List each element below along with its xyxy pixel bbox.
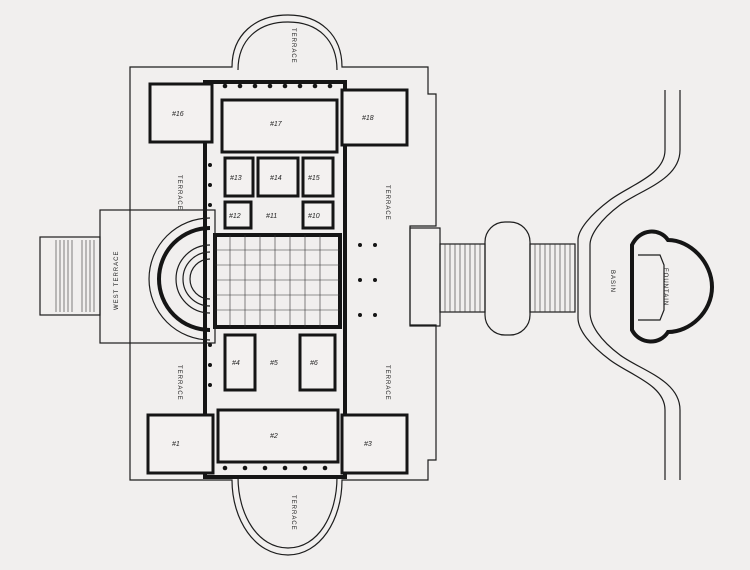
room-4 — [223, 333, 257, 392]
bottom-apse-inner — [237, 476, 338, 549]
room-number: #13 — [230, 175, 242, 182]
east-stairs-1-treads — [444, 244, 481, 312]
room-number: #3 — [364, 441, 372, 448]
label-fountain: FOUNTAIN — [662, 268, 668, 306]
east-stairs-2 — [529, 243, 576, 313]
room-number: #2 — [270, 433, 278, 440]
room-10 — [301, 200, 335, 230]
room-15 — [301, 156, 335, 198]
label-terrace-n: TERRACE — [290, 28, 296, 64]
label-terrace-s: TERRACE — [290, 495, 296, 531]
room-17 — [220, 98, 339, 154]
label-west-terrace: WEST TERRACE — [114, 251, 120, 310]
room-number: #6 — [310, 360, 318, 367]
room-number: #5 — [270, 360, 278, 367]
room-number: #14 — [270, 175, 282, 182]
room-number: #10 — [308, 213, 320, 220]
room-number: #11 — [266, 213, 277, 220]
room-12 — [223, 200, 253, 230]
oval-landing — [484, 221, 531, 336]
room-14 — [256, 156, 300, 198]
main-hall-outline — [203, 80, 347, 479]
room-number: #17 — [270, 121, 283, 128]
east-stairs-2-treads — [534, 244, 571, 312]
label-basin: BASIN — [609, 270, 615, 293]
label-terrace-nw: TERRACE — [176, 175, 182, 211]
site-outline — [129, 14, 437, 556]
forecourt-outline — [577, 90, 666, 480]
label-terrace-ne: TERRACE — [384, 185, 390, 221]
label-terrace-se: TERRACE — [384, 365, 390, 401]
room-6 — [298, 333, 337, 392]
central-hall-grid — [213, 233, 342, 329]
top-apse-inner — [237, 21, 338, 71]
room-18 — [340, 88, 409, 147]
room-1 — [146, 413, 215, 475]
west-stairs — [39, 236, 101, 316]
label-terrace-sw: TERRACE — [176, 365, 182, 401]
room-number: #4 — [232, 360, 240, 367]
room-number: #16 — [172, 111, 184, 118]
room-number: #18 — [362, 115, 374, 122]
east-bridge — [409, 227, 441, 327]
amphitheatre — [148, 217, 211, 341]
room-number: #1 — [172, 441, 180, 448]
fountain-basin — [630, 229, 715, 344]
room-13 — [223, 156, 255, 198]
colonnade — [208, 83, 377, 471]
room-3 — [340, 413, 409, 475]
room-number: #12 — [229, 213, 241, 220]
room-2 — [216, 408, 340, 464]
room-16 — [148, 82, 214, 144]
east-stairs-1 — [439, 243, 486, 313]
room-number: #15 — [308, 175, 320, 182]
west-stairs-treads — [55, 240, 95, 312]
